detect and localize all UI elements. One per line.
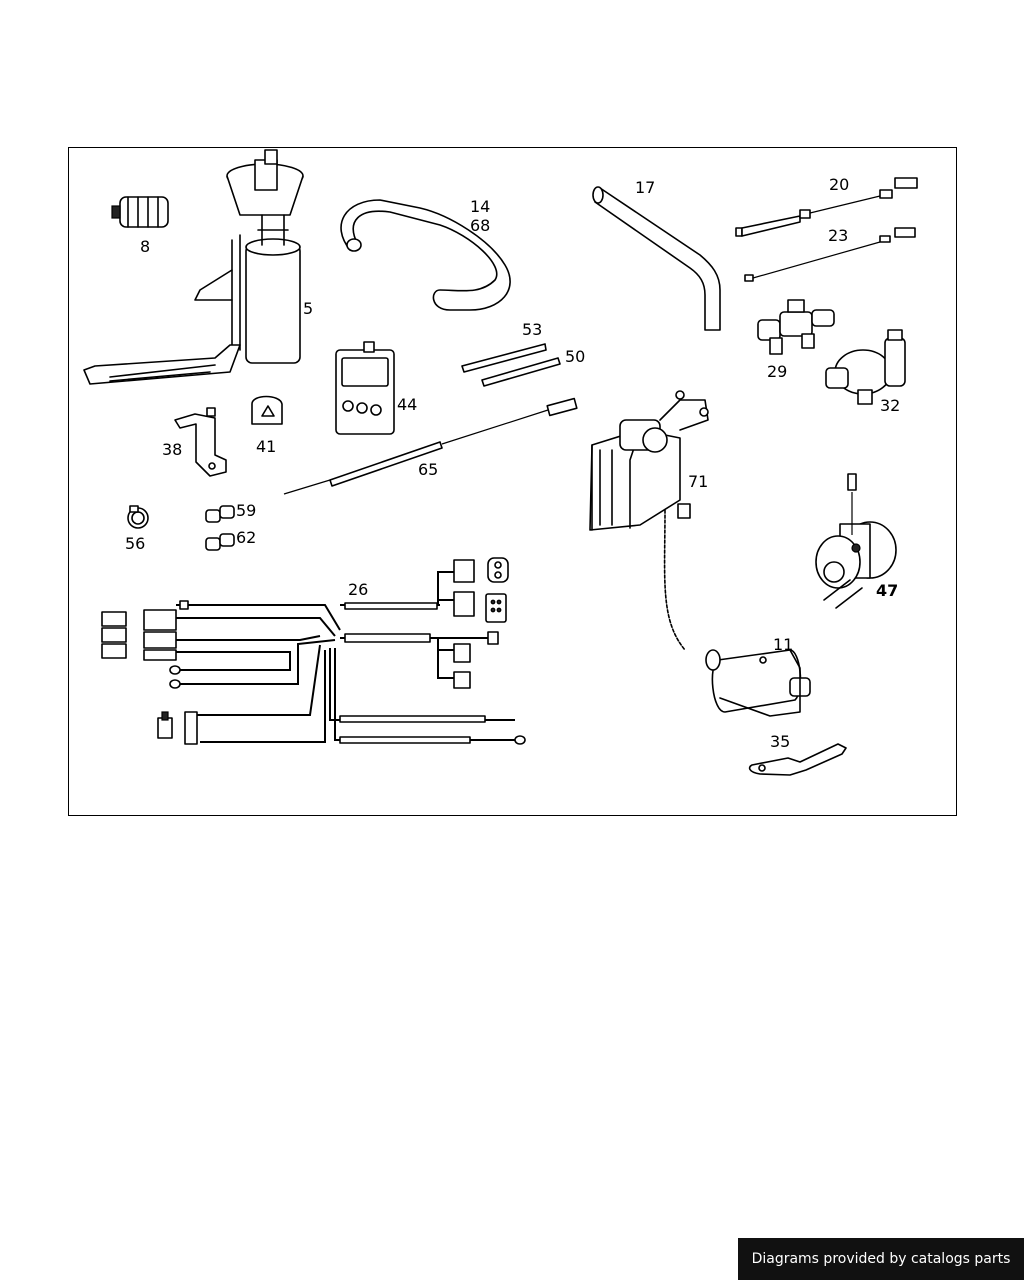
label-part-44: 44 xyxy=(397,395,417,414)
part-14-hose[interactable] xyxy=(340,199,511,311)
label-part-32: 32 xyxy=(880,396,900,415)
label-part-29: 29 xyxy=(767,362,787,381)
label-part-59: 59 xyxy=(236,501,256,520)
part-65-cable[interactable] xyxy=(283,397,578,495)
label-part-8: 8 xyxy=(140,237,150,256)
part-50-rod[interactable] xyxy=(481,357,561,387)
part-62-connector[interactable] xyxy=(205,533,235,551)
label-part-23: 23 xyxy=(828,226,848,245)
label-part-20: 20 xyxy=(829,175,849,194)
part-20-cable[interactable] xyxy=(735,177,918,237)
part-38-bracket[interactable] xyxy=(174,407,227,477)
part-8-fuel-filter[interactable] xyxy=(111,196,169,228)
credit-badge: Diagrams provided by catalogs parts xyxy=(738,1238,1024,1280)
label-part-65: 65 xyxy=(418,460,438,479)
part-23-cable[interactable] xyxy=(744,227,916,282)
label-part-56: 56 xyxy=(125,534,145,553)
diagram-frame xyxy=(68,147,957,816)
label-part-47: 47 xyxy=(876,581,898,600)
part-11-muffler[interactable] xyxy=(705,649,811,717)
part-53-rod[interactable] xyxy=(461,343,547,373)
part-17-hose[interactable] xyxy=(592,186,721,331)
part-5-fuel-pump[interactable] xyxy=(83,149,304,385)
part-59-connector[interactable] xyxy=(205,505,235,523)
part-35-bracket[interactable] xyxy=(748,743,847,776)
label-part-35: 35 xyxy=(770,732,790,751)
part-44-timer[interactable] xyxy=(335,341,395,435)
label-part-38: 38 xyxy=(162,440,182,459)
part-41-grommet[interactable] xyxy=(251,395,283,425)
part-26-wiring-harness[interactable] xyxy=(101,557,526,745)
label-part-5: 5 xyxy=(303,299,313,318)
part-47-blower[interactable] xyxy=(815,473,897,609)
label-part-62: 62 xyxy=(236,528,256,547)
label-part-68: 68 xyxy=(470,216,490,235)
part-32-pump[interactable] xyxy=(825,329,906,405)
label-part-53: 53 xyxy=(522,320,542,339)
label-part-50: 50 xyxy=(565,347,585,366)
part-29-valve[interactable] xyxy=(757,299,835,355)
part-56-clamp[interactable] xyxy=(127,505,149,529)
part-71-heater[interactable] xyxy=(589,390,709,651)
label-part-11: 11 xyxy=(773,635,793,654)
label-part-26: 26 xyxy=(348,580,368,599)
label-part-14: 14 xyxy=(470,197,490,216)
credit-text: Diagrams provided by catalogs parts xyxy=(751,1251,1011,1267)
label-part-41: 41 xyxy=(256,437,276,456)
label-part-17: 17 xyxy=(635,178,655,197)
label-part-71: 71 xyxy=(688,472,708,491)
